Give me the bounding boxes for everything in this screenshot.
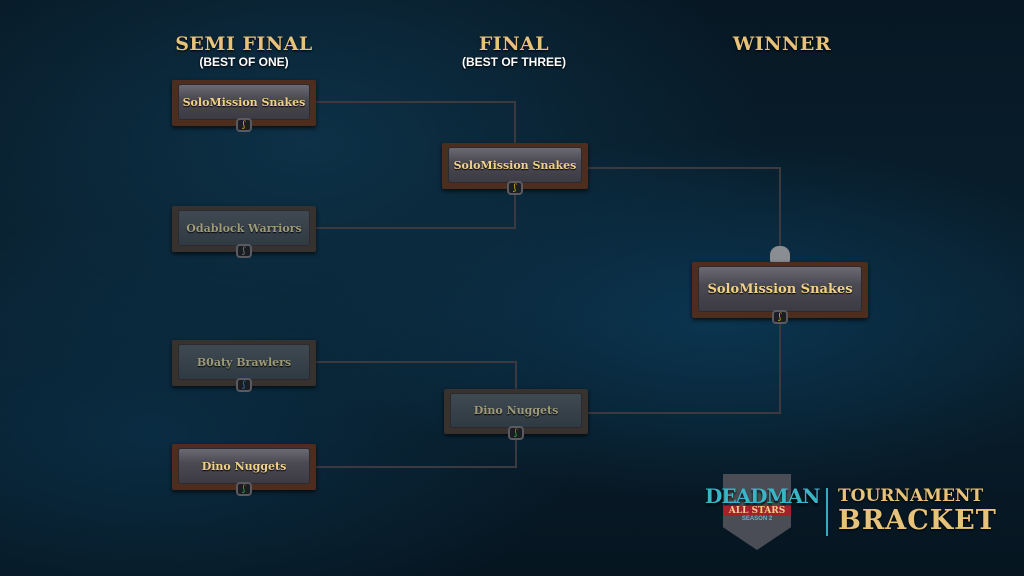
semi-final-title: SEMI FINAL	[175, 33, 313, 55]
semi-final-subtitle: (BEST OF ONE)	[199, 55, 289, 69]
connector	[514, 189, 516, 229]
logo-divider	[826, 488, 828, 536]
semi-final-header: SEMI FINAL(BEST OF ONE)	[174, 33, 314, 69]
final-subtitle: (BEST OF THREE)	[462, 55, 566, 69]
connector	[588, 167, 781, 169]
winner-team[interactable]: SoloMission Snakes ʃ	[692, 262, 868, 324]
team-name: SoloMission Snakes	[707, 281, 853, 297]
winner-header: WINNER	[712, 33, 852, 55]
team-name: Odablock Warriors	[186, 221, 302, 235]
team-logo-icon: ʃ	[508, 426, 524, 440]
deadman-logo: DEADMAN ALL STARS SEASON 2	[705, 462, 820, 554]
title-line-1: TOURNAMENT	[838, 486, 984, 506]
connector	[316, 361, 517, 363]
connector	[779, 318, 781, 414]
final-team-1[interactable]: SoloMission Snakes ʃ	[442, 143, 588, 195]
team-name: Dino Nuggets	[473, 404, 559, 417]
team-logo-icon: ʃ	[236, 118, 252, 132]
team-name: Dino Nuggets	[201, 459, 287, 473]
final-title: FINAL	[478, 33, 550, 55]
title-line-2: BRACKET	[838, 505, 997, 536]
semi-match-team-4[interactable]: Dino Nuggets ʃ	[172, 444, 316, 496]
connector	[514, 101, 516, 144]
connector	[515, 361, 517, 389]
connector	[316, 227, 516, 229]
connector	[588, 412, 781, 414]
semi-match-team-3[interactable]: B0aty Brawlers ʃ	[172, 340, 316, 392]
team-logo-icon: ʃ	[236, 482, 252, 496]
team-name: SoloMission Snakes	[182, 95, 306, 109]
skull-ornament-icon	[770, 246, 790, 264]
winner-title: WINNER	[732, 33, 832, 55]
tournament-bracket-title: TOURNAMENT BRACKET	[838, 486, 997, 536]
final-team-2[interactable]: Dino Nuggets ʃ	[444, 389, 588, 440]
connector	[779, 167, 781, 262]
logo-tagline: ALL STARS	[723, 506, 791, 516]
connector	[316, 101, 516, 103]
team-logo-icon: ʃ	[236, 378, 252, 392]
final-header: FINAL(BEST OF THREE)	[444, 33, 584, 69]
team-logo-icon: ʃ	[507, 181, 523, 195]
team-logo-icon: ʃ	[236, 244, 252, 258]
team-logo-icon: ʃ	[772, 310, 788, 324]
team-name: SoloMission Snakes	[453, 158, 577, 172]
semi-match-team-2[interactable]: Odablock Warriors ʃ	[172, 206, 316, 258]
semi-match-team-1[interactable]: SoloMission Snakes ʃ	[172, 80, 316, 132]
connector	[515, 434, 517, 468]
connector	[316, 466, 517, 468]
logo-brand: DEADMAN	[705, 484, 820, 508]
team-name: B0aty Brawlers	[196, 355, 292, 369]
logo-season: SEASON 2	[741, 516, 773, 522]
